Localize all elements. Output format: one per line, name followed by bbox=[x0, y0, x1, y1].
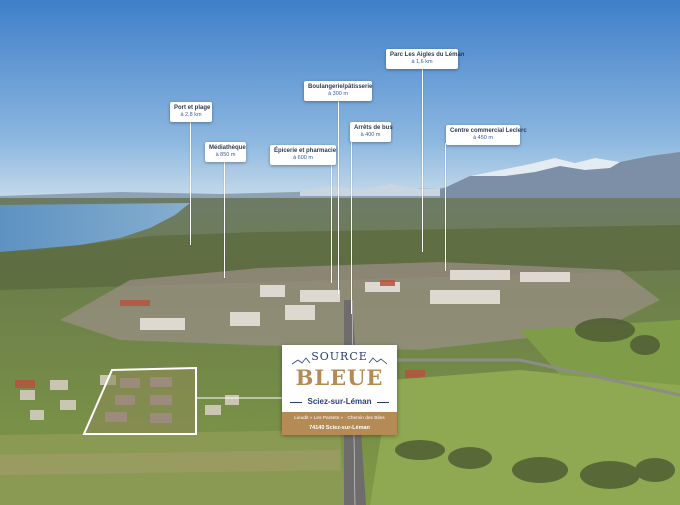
poi-distance: à 600 m bbox=[293, 155, 313, 161]
pin-line bbox=[331, 163, 332, 283]
poi-distance: à 2,8 km bbox=[180, 112, 202, 118]
snow-caps bbox=[470, 158, 620, 176]
poi-distance: à 1,6 km bbox=[411, 59, 433, 65]
logo-address: Lieudit « Les Pantets » · Chemin des Bil… bbox=[294, 416, 385, 421]
logo-address-band bbox=[282, 412, 397, 435]
poi-tag-epicerie: Épicerie et pharmacie à 600 m bbox=[270, 145, 336, 165]
mountain-icon bbox=[292, 357, 387, 365]
logo-bleue-text: BLEUE bbox=[295, 365, 384, 390]
poi-distance: à 850 m bbox=[215, 152, 236, 158]
pin-line bbox=[338, 99, 339, 294]
poi-tag-bus: Arrêts de bus à 400 m bbox=[350, 122, 393, 142]
pin-line bbox=[351, 139, 352, 314]
divider bbox=[377, 402, 389, 403]
poi-name: Médiathèque bbox=[209, 145, 246, 151]
poi-name: Arrêts de bus bbox=[354, 125, 393, 131]
pin-line bbox=[224, 160, 225, 278]
plot-outline bbox=[82, 366, 197, 435]
logo-location: Sciez-sur-Léman bbox=[307, 397, 372, 406]
poi-tag-leclerc: Centre commercial Leclerc à 450 m bbox=[446, 125, 527, 145]
pin-line bbox=[445, 143, 446, 271]
poi-name: Port et plage bbox=[174, 105, 211, 111]
poi-name: Centre commercial Leclerc bbox=[450, 128, 527, 134]
poi-name: Parc Les Aigles du Léman bbox=[390, 52, 465, 58]
logo-source-text: SOURCE bbox=[311, 350, 368, 363]
poi-name: Boulangerie/pâtisserie bbox=[308, 84, 373, 90]
poi-distance: à 450 m bbox=[473, 135, 493, 141]
pin-line bbox=[190, 120, 191, 245]
poi-tag-port: Port et plage à 2,8 km bbox=[170, 102, 212, 122]
poi-distance: à 400 m bbox=[360, 132, 381, 138]
poi-tag-mediatheque: Médiathèque à 850 m bbox=[205, 142, 246, 162]
project-logo-card: SOURCE BLEUE Sciez-sur-Léman Lieudit « L… bbox=[282, 345, 397, 435]
pin-line bbox=[422, 67, 423, 252]
town bbox=[60, 262, 660, 350]
divider bbox=[290, 402, 302, 403]
poi-distance: à 300 m bbox=[328, 91, 348, 97]
poi-tag-boulangerie: Boulangerie/pâtisserie à 300 m bbox=[304, 81, 372, 101]
logo-postal: 74140 Sciez-sur-Léman bbox=[309, 425, 370, 431]
lake bbox=[0, 203, 190, 252]
poi-tag-parc: Parc Les Aigles du Léman à 1,6 km bbox=[386, 49, 465, 69]
mountains bbox=[440, 152, 680, 200]
poi-name: Épicerie et pharmacie bbox=[274, 148, 337, 154]
fields-right bbox=[370, 370, 680, 505]
